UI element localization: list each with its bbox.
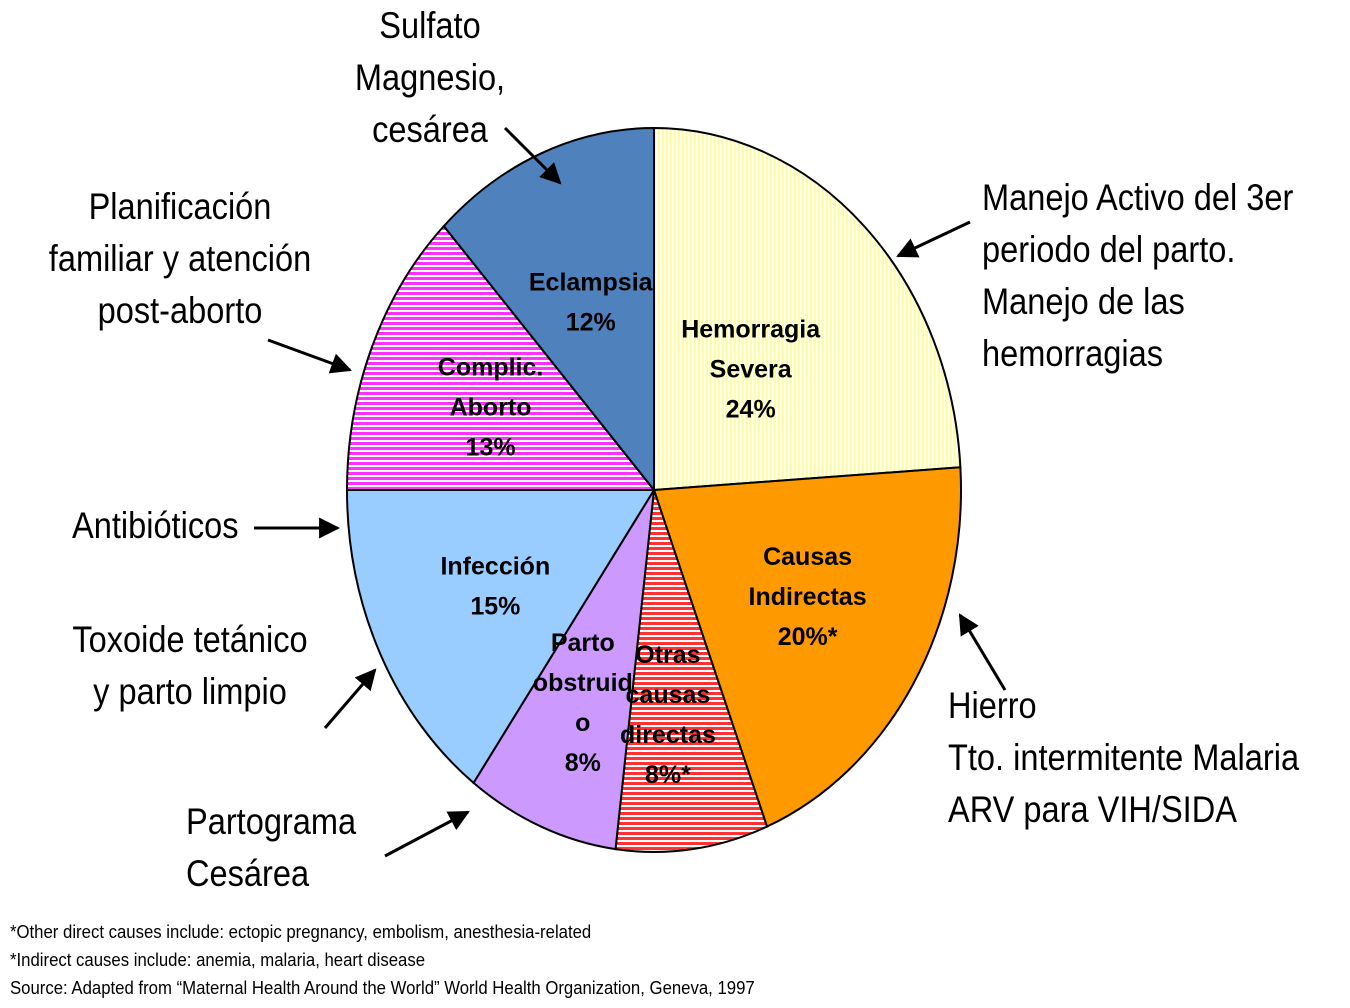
slice-label: Otras causas directas 8%* <box>620 641 716 789</box>
annotation-line: Manejo Activo del 3er <box>982 177 1294 218</box>
annotation-line: post-aborto <box>97 290 263 331</box>
slice-label-line: Complic. <box>438 354 544 382</box>
pie-slice <box>614 489 769 853</box>
pie-slice <box>345 489 656 785</box>
slice-label-line: Infección <box>440 552 550 580</box>
pie-slice <box>652 466 962 828</box>
pie-slice <box>442 126 655 493</box>
slice-label: Complic. Aborto 13% <box>438 354 544 462</box>
arrow-planificacion <box>267 338 352 374</box>
pie-slices <box>345 126 962 853</box>
slice-label-line: Causas <box>763 543 852 571</box>
arrow-toxoide <box>323 668 377 729</box>
annotation-line: hemorragias <box>982 333 1163 374</box>
annotation-line: familiar y atención <box>48 238 312 279</box>
slice-label-line: obstruid <box>533 669 633 697</box>
annotation-partograma: Partograma Cesárea <box>186 796 356 900</box>
annotation-line: periodo del parto. <box>982 229 1236 270</box>
annotation-line: Magnesio, <box>354 57 506 98</box>
slice-label: Parto obstruid o 8% <box>533 629 633 777</box>
annotation-line: Manejo de las <box>982 281 1185 322</box>
annotation-arrows <box>254 126 1007 858</box>
slice-label: Eclampsia 12% <box>529 269 654 337</box>
slice-label-line: Severa <box>710 356 793 384</box>
annotation-line: y parto limpio <box>93 671 287 712</box>
annotation-line: Partograma <box>186 801 357 842</box>
annotation-line: Toxoide tetánico <box>72 619 308 660</box>
slice-label-line: causas <box>626 681 711 709</box>
pie-slice <box>472 489 655 851</box>
slice-label-line: Indirectas <box>749 583 867 611</box>
footnote-source: Source: Adapted from “Maternal Health Ar… <box>10 978 755 998</box>
slice-label-line: 24% <box>726 396 776 424</box>
annotation-hierro: Hierro Tto. intermitente Malaria ARV par… <box>948 680 1299 836</box>
annotation-toxoide: Toxoide tetánico y parto limpio <box>49 614 331 718</box>
slice-label-line: directas <box>620 721 716 749</box>
arrow-manejo <box>896 220 971 258</box>
slice-label-line: Eclampsia <box>529 269 654 297</box>
annotation-line: Antibióticos <box>72 505 239 546</box>
footnotes: *Other direct causes include: ectopic pr… <box>10 918 755 1002</box>
slice-label-line: o <box>575 709 590 737</box>
annotation-line: Hierro <box>948 685 1037 726</box>
annotation-line: Planificación <box>88 186 272 227</box>
pie-slice <box>653 126 962 492</box>
footnote-other-direct: *Other direct causes include: ectopic pr… <box>10 922 592 942</box>
pie-slice <box>345 224 657 491</box>
annotation-line: ARV para VIH/SIDA <box>948 789 1237 830</box>
slice-label: Infección 15% <box>440 552 550 620</box>
arrow-hierro <box>958 613 1007 691</box>
annotation-sulfato: Sulfato Magnesio, cesárea <box>342 0 518 156</box>
footnote-indirect: *Indirect causes include: anemia, malari… <box>10 950 426 970</box>
slice-label-line: Otras <box>635 641 700 669</box>
slice-label-line: Aborto <box>450 394 532 422</box>
arrow-partograma <box>384 810 470 858</box>
annotation-line: cesárea <box>372 109 488 150</box>
annotation-line: Tto. intermitente Malaria <box>948 737 1300 778</box>
slice-label-line: 20%* <box>778 623 838 651</box>
arrow-sulfato <box>503 126 562 185</box>
slice-label-line: 8% <box>565 749 601 777</box>
slice-label-line: 15% <box>470 592 520 620</box>
annotation-manejo: Manejo Activo del 3er periodo del parto.… <box>982 172 1293 380</box>
annotation-line: Cesárea <box>186 853 310 894</box>
annotation-line: Sulfato <box>379 5 481 46</box>
slice-label-line: Hemorragia <box>681 316 821 344</box>
slice-label-line: 13% <box>466 434 516 462</box>
annotation-antibioticos: Antibióticos <box>72 500 239 552</box>
slice-label-line: 12% <box>566 309 616 337</box>
annotation-planificacion: Planificación familiar y atención post-a… <box>30 181 329 337</box>
slice-label-line: Parto <box>551 629 615 657</box>
slice-label-line: 8%* <box>645 761 691 789</box>
